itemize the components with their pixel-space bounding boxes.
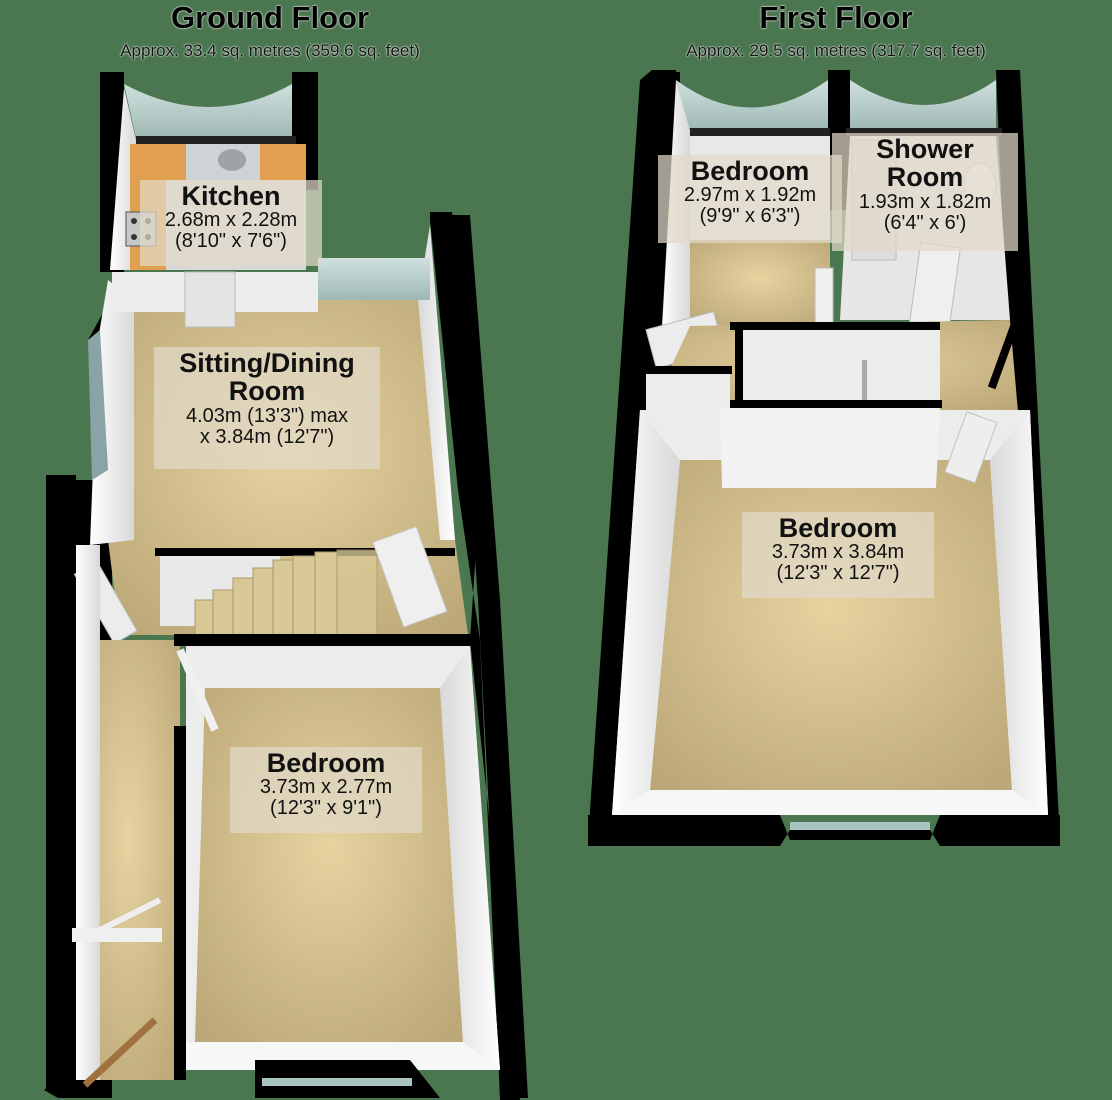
room-name: Sitting/Dining (179, 348, 355, 378)
room-name: Shower (876, 134, 974, 164)
room-dims-imperial: x 3.84m (12'7") (199, 425, 335, 448)
room-dims-metric: 3.73m x 2.77m (259, 776, 393, 799)
door (814, 267, 834, 325)
room-name: Bedroom (778, 513, 898, 543)
room-label-kitchen: Kitchen 2.68m x 2.28m (8'10" x 7'6") (140, 180, 322, 266)
glazed-door (184, 271, 236, 328)
door (176, 648, 219, 732)
room-dims-imperial: (12'3" x 9'1") (270, 797, 382, 820)
sink-icon (218, 149, 246, 171)
room-name: Bedroom (266, 748, 386, 778)
room-label-first-bedroom-large: Bedroom 3.73m x 3.84m (12'3" x 12'7") (742, 512, 934, 598)
room-dims-imperial: (9'9" x 6'3") (699, 205, 801, 228)
room-label-shower-room: Shower Room 1.93m x 1.82m (6'4" x 6') (832, 133, 1018, 251)
room-name: Kitchen (181, 181, 281, 211)
first-floor-title: First Floor (759, 0, 913, 35)
door (944, 411, 998, 484)
room-dims-imperial: (8'10" x 7'6") (175, 230, 287, 253)
room-dims-metric: 1.93m x 1.82m (858, 190, 992, 213)
staircase (155, 526, 455, 636)
room-dims-imperial: (6'4" x 6') (883, 211, 967, 234)
room-dims-imperial: (12'3" x 12'7") (776, 562, 900, 585)
window (790, 822, 930, 830)
room-dims-metric: 2.97m x 1.92m (683, 184, 817, 207)
room-label-ground-bedroom: Bedroom 3.73m x 2.77m (12'3" x 9'1") (230, 747, 422, 833)
room-name-line2: Room (886, 162, 964, 193)
ground-floor-title: Ground Floor (170, 0, 370, 35)
room-name-line2: Room (228, 376, 306, 407)
front-door (82, 1017, 158, 1088)
room-dims-metric: 2.68m x 2.28m (164, 209, 298, 232)
first-floor-area: Approx. 29.5 sq. metres (317.7 sq. feet) (686, 41, 986, 60)
door (372, 526, 448, 628)
ground-floor-area: Approx. 33.4 sq. metres (359.6 sq. feet) (120, 41, 420, 60)
room-dims-metric: 4.03m (13'3") max (185, 404, 349, 427)
banister (862, 360, 867, 400)
room-label-sitting-dining: Sitting/Dining Room 4.03m (13'3") max x … (154, 347, 380, 469)
room-name: Bedroom (690, 156, 810, 186)
room-dims-metric: 3.73m x 3.84m (771, 541, 905, 564)
room-label-first-bedroom-small: Bedroom 2.97m x 1.92m (9'9" x 6'3") (658, 155, 842, 243)
